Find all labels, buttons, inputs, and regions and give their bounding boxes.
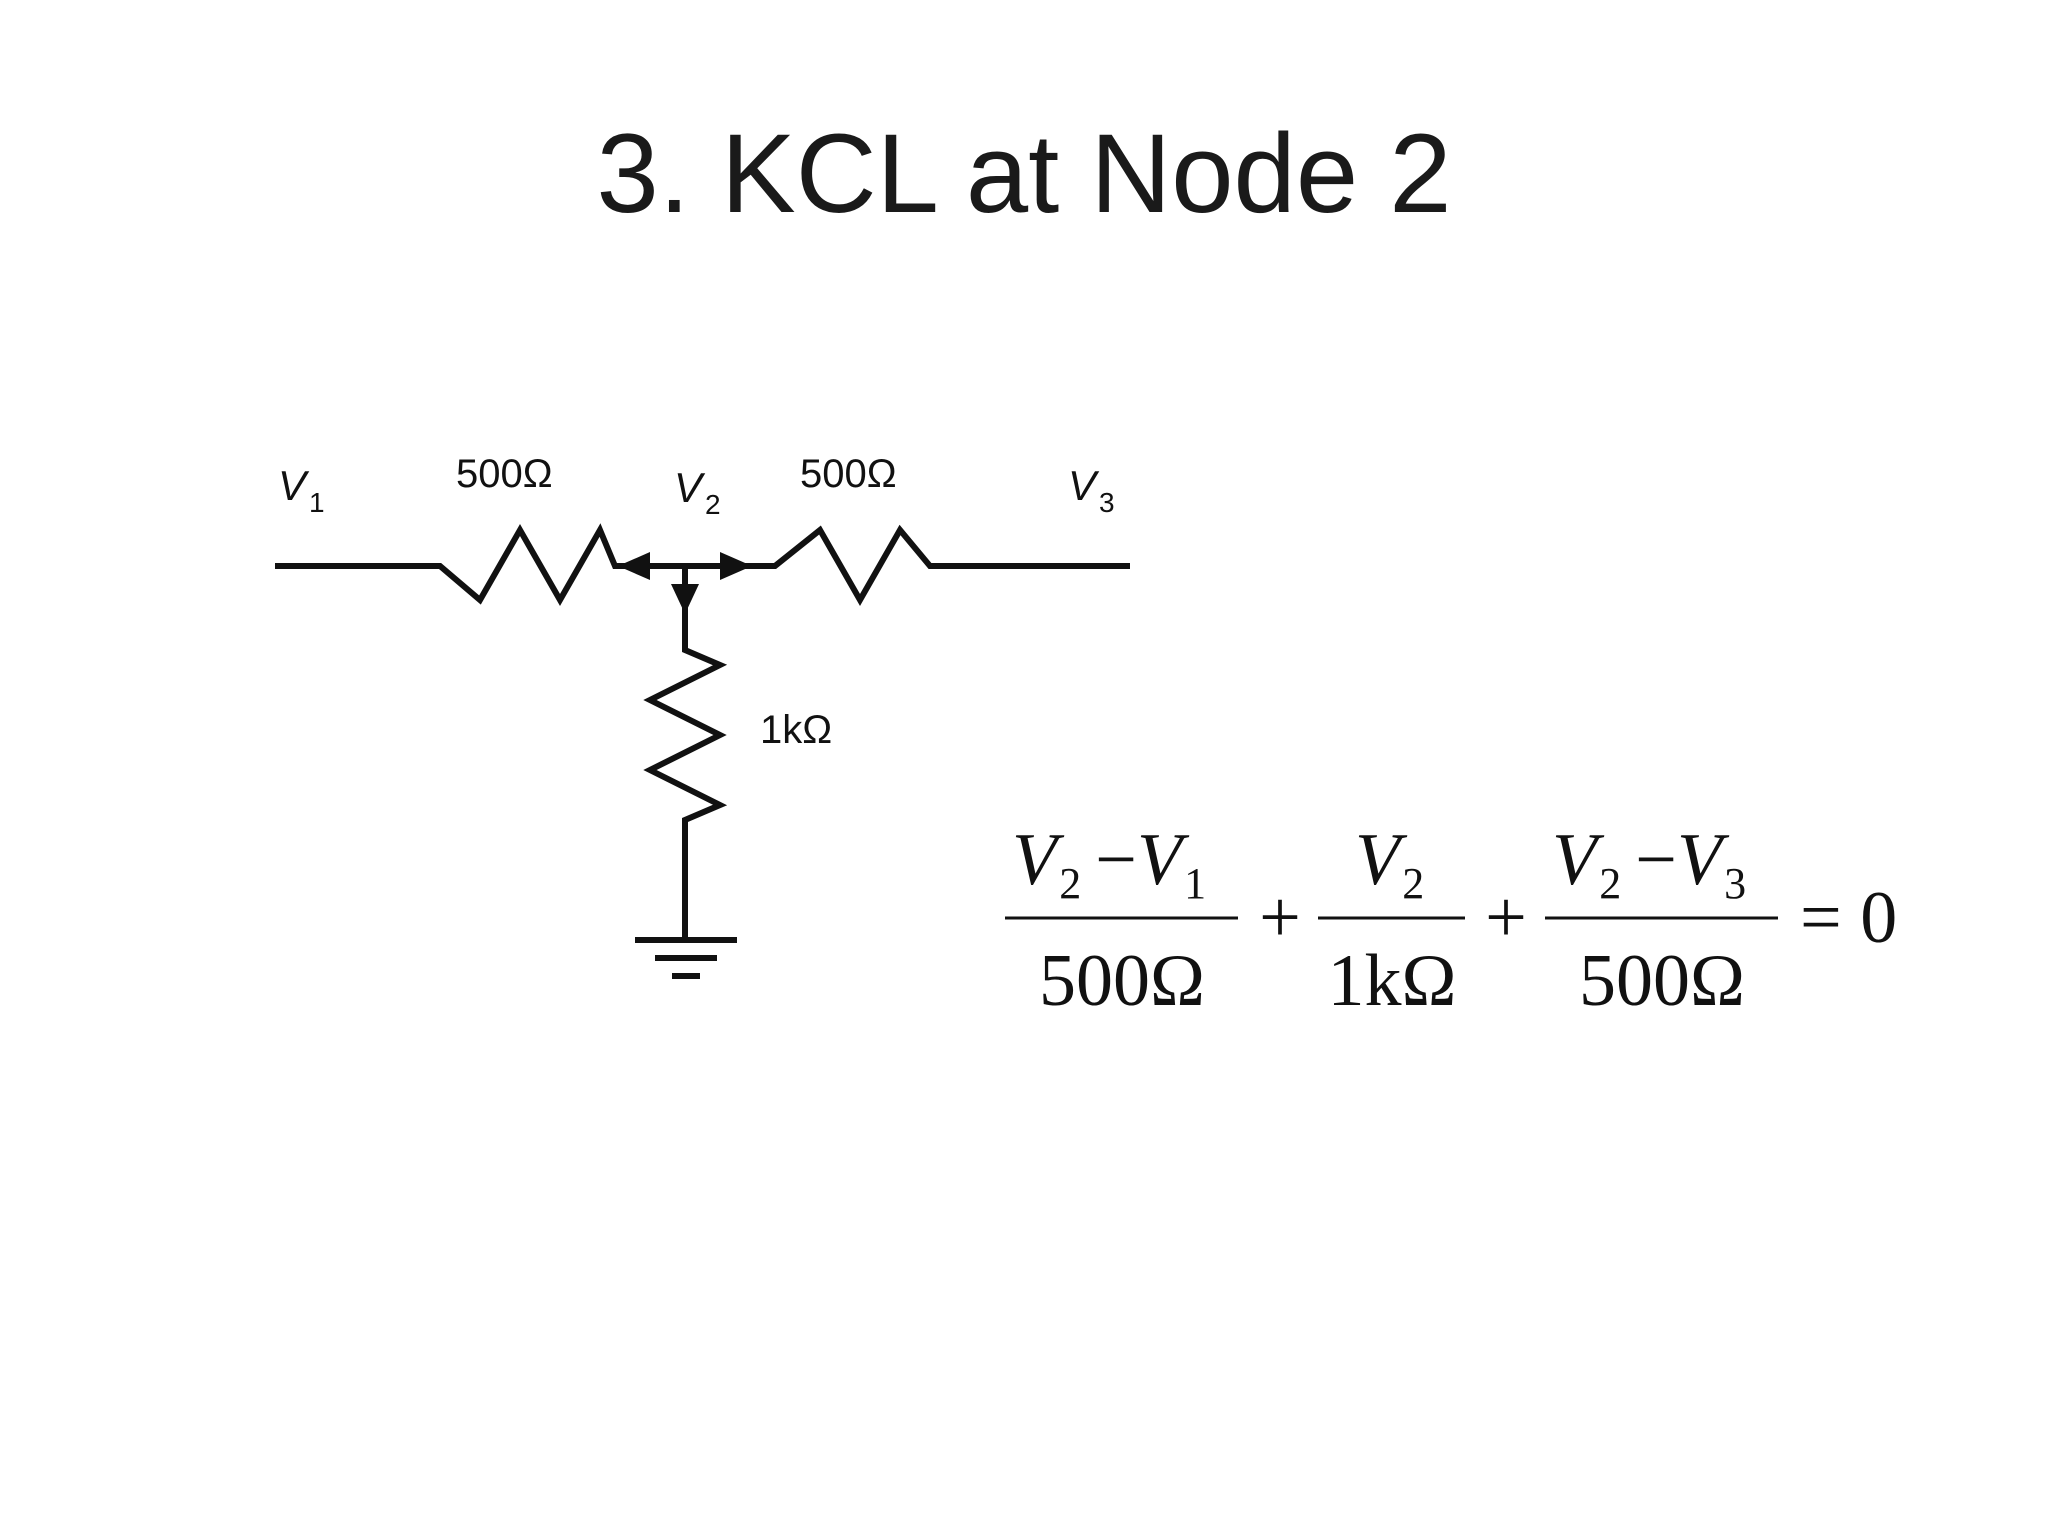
arrow-left-icon [618,552,650,580]
kcl-equation: V2−V1 500Ω + V2 1kΩ + V2−V3 500Ω = 0 [1005,819,1897,1022]
plus-sign-1: + [1259,877,1301,959]
resistor-down-label: 1kΩ [760,708,832,752]
resistor-left-label: 500Ω [456,452,553,496]
resistor-labels: 500Ω 500Ω 1kΩ [456,452,897,752]
plus-sign-2: + [1485,877,1527,959]
left-wire-and-resistor [275,523,685,607]
term2-numerator: V2 [1355,819,1424,908]
term3-denominator: 500Ω [1579,940,1745,1022]
term3-numerator: V2−V3 [1552,819,1746,908]
circuit [275,523,1130,979]
slide-title: 3. KCL at Node 2 [596,111,1452,236]
down-wire-and-resistor [643,566,728,940]
resistor-right-label: 500Ω [800,452,897,496]
term1-denominator: 500Ω [1039,940,1205,1022]
term1-numerator: V2−V1 [1012,819,1206,908]
term2-denominator: 1kΩ [1328,940,1457,1022]
arrow-down-icon [671,584,699,614]
equation-rhs: = 0 [1800,877,1897,959]
right-wire-and-resistor [685,524,1130,607]
current-arrows [618,552,752,614]
arrow-right-icon [720,552,752,580]
